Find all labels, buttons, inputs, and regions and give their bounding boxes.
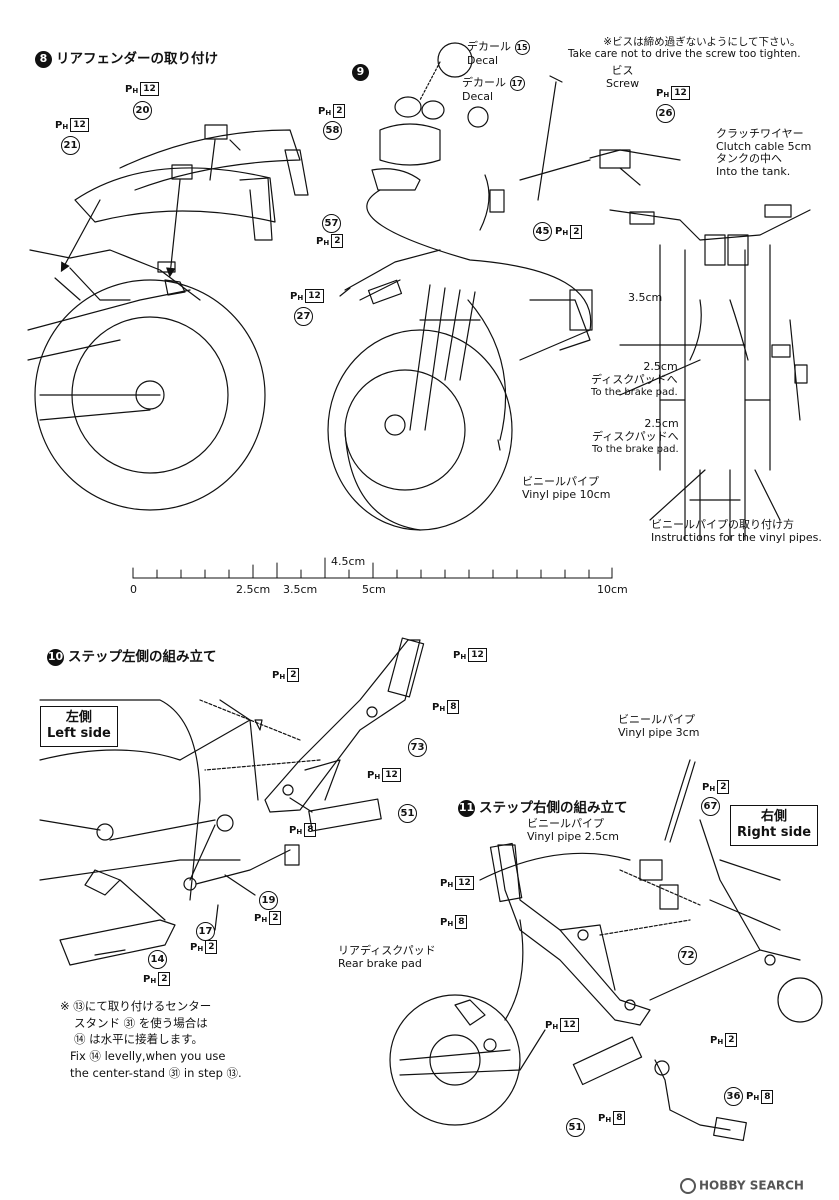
step8-title: 8 リアフェンダーの取り付け — [35, 51, 218, 68]
step10-title: 10 ステップ左側の組み立て — [47, 649, 217, 666]
part-21-callout: 21 — [61, 136, 80, 155]
scale-ruler — [132, 557, 613, 579]
step11-number: 11 — [458, 800, 475, 817]
step10-title-text: ステップ左側の組み立て — [68, 648, 217, 665]
step8-rear-wheel-drawing — [27, 124, 309, 511]
part-17-callout: 17 — [196, 922, 215, 941]
part-73-callout: 73 — [408, 738, 427, 757]
step9-title: 9 — [352, 64, 373, 81]
ruler-tick-2-5cm: 2.5cm — [236, 583, 271, 596]
part-19-callout: 19 — [259, 891, 278, 910]
step8-title-text: リアフェンダーの取り付け — [56, 50, 218, 67]
center-stand-note: ※ ⑬にて取り付けるセンター スタンド ㉛ を使う場合は ⑭ は水平に接着します… — [60, 999, 242, 1080]
screw-note: ※ビスは締め過ぎないようにして下さい。 Take care not to dri… — [568, 36, 801, 61]
hobby-search-logo: HOBBY SEARCH — [680, 1178, 804, 1194]
step9-number: 9 — [352, 64, 369, 81]
part-67-callout: 67 — [701, 797, 720, 816]
ruler-tick-3-5cm: 3.5cm — [283, 583, 318, 596]
ruler-label-4-5cm: 4.5cm — [331, 555, 366, 568]
part-14-callout: 14 — [148, 950, 167, 969]
step9-front-end-drawing — [327, 42, 811, 541]
ruler-tick-5cm: 5cm — [362, 583, 386, 596]
part-26-callout: 26 — [656, 104, 675, 123]
step11-title: 11 ステップ右側の組み立て — [458, 800, 628, 817]
part-72-callout: 72 — [678, 946, 697, 965]
length-3-5cm: 3.5cm — [628, 291, 663, 304]
decal15-label: デカール 15 Decal — [467, 39, 530, 67]
step11-right-step-drawing — [389, 759, 823, 1142]
part-57-callout: 57 — [322, 214, 341, 233]
part-51-left-callout: 51 — [398, 804, 417, 823]
step10-number: 10 — [47, 649, 64, 666]
decal17-label: デカール 17 Decal — [462, 75, 525, 103]
part-51-right-callout: 51 — [566, 1118, 585, 1137]
part-20-callout: 20 — [133, 101, 152, 120]
step10-left-step-drawing — [39, 637, 425, 966]
ruler-tick-10cm: 10cm — [597, 583, 628, 596]
step11-title-text: ステップ右側の組み立て — [479, 799, 628, 816]
ruler-tick-0: 0 — [130, 583, 137, 596]
part-27-callout: 27 — [294, 307, 313, 326]
step8-number: 8 — [35, 51, 52, 68]
part-58-callout: 58 — [323, 121, 342, 140]
